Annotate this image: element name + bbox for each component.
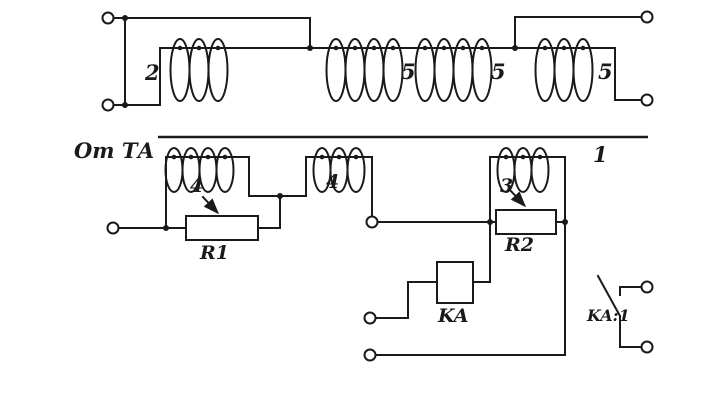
terminal-contact-top xyxy=(640,280,654,294)
terminal-left-top xyxy=(101,11,115,25)
winding-4a-label: 4 xyxy=(190,175,203,197)
winding-5a-label: 5 xyxy=(401,59,416,84)
relay-ka-label: KA xyxy=(437,305,469,327)
junction xyxy=(122,102,128,108)
wire-relay-left xyxy=(374,281,438,319)
resistor-r1 xyxy=(185,195,259,241)
terminal-left-mid xyxy=(101,98,115,112)
terminal-right-mid xyxy=(640,93,654,107)
wire-top-right xyxy=(514,16,643,49)
relay-ka-body xyxy=(436,261,474,304)
terminal-relay-b xyxy=(363,348,377,362)
terminal-left-lower xyxy=(106,221,120,235)
source-label: От ТА xyxy=(74,138,155,163)
labels: От ТА 2 5 5 5 1 4 4 3 R1 R2 KA KA:1 xyxy=(74,59,630,327)
winding-2 xyxy=(169,38,229,102)
junction xyxy=(512,45,518,51)
core-label: 1 xyxy=(593,142,608,167)
winding-5c xyxy=(534,38,594,102)
winding-2-label: 2 xyxy=(144,60,160,85)
resistor-r2-body xyxy=(495,209,557,235)
resistor-r1-label: R1 xyxy=(199,242,229,264)
winding-3 xyxy=(496,147,550,193)
winding-5a xyxy=(325,38,404,102)
junction-dots xyxy=(122,15,568,231)
winding-5b-label: 5 xyxy=(491,59,506,84)
junction xyxy=(487,219,493,225)
wire-r1-right xyxy=(257,195,281,229)
resistor-r1-body xyxy=(185,215,259,241)
wire-left-mid-lead xyxy=(112,47,161,106)
terminal-relay-a xyxy=(363,311,377,325)
terminal-mid xyxy=(365,215,379,229)
terminal-right-top xyxy=(640,10,654,24)
terminal-contact-bottom xyxy=(640,340,654,354)
resistor-r2-wiper-arrow xyxy=(508,188,527,208)
junction xyxy=(307,45,313,51)
wire-top-left xyxy=(112,17,311,49)
winding-4a xyxy=(164,147,235,193)
resistor-r2 xyxy=(495,188,557,235)
junction xyxy=(163,225,169,231)
winding-5c-label: 5 xyxy=(598,59,613,84)
resistor-r1-wiper-arrow xyxy=(201,195,220,215)
winding-5b xyxy=(414,38,493,102)
junction xyxy=(122,15,128,21)
resistor-r2-label: R2 xyxy=(504,234,534,256)
winding-3-label: 3 xyxy=(500,175,513,197)
junction xyxy=(277,193,283,199)
wire-right-mid-lead xyxy=(614,47,643,101)
contact-blade xyxy=(596,274,622,318)
terminals xyxy=(101,10,654,362)
junction xyxy=(562,219,568,225)
contact-moving-lead xyxy=(619,315,643,348)
contact-fixed-lead xyxy=(619,286,643,296)
winding-4b xyxy=(312,147,366,193)
contact-ka1-label: KA:1 xyxy=(586,306,630,325)
winding-4b-label: 4 xyxy=(326,171,339,193)
